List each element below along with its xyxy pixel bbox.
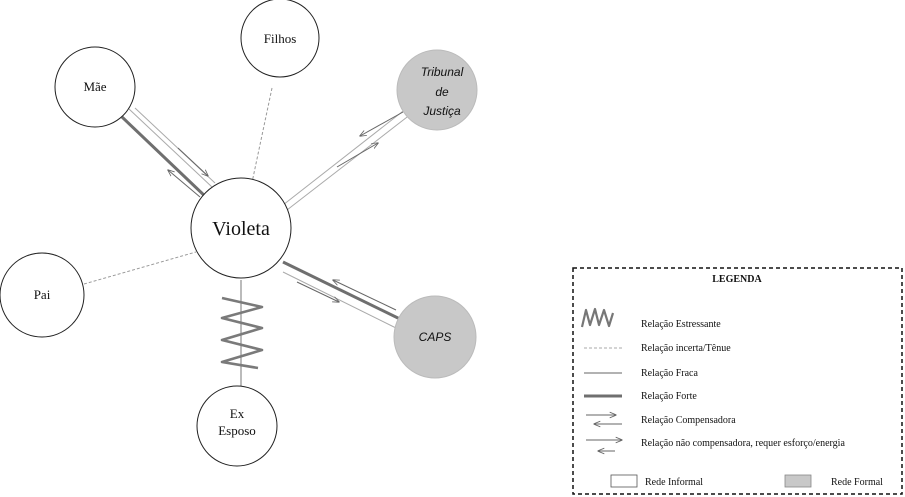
relation-caps [282, 260, 403, 331]
legend: LEGENDA Relação Estressante Relação ince… [572, 267, 903, 495]
node-mae: Mãe [54, 46, 136, 128]
svg-text:Justiça: Justiça [422, 104, 461, 118]
legend-swatch-formal [784, 474, 812, 488]
node-caps: CAPS [393, 295, 477, 379]
legend-title: LEGENDA [712, 274, 762, 285]
relation-pai-tenue [83, 251, 197, 285]
svg-text:CAPS: CAPS [419, 330, 452, 344]
legend-label-tenue: Relação incerta/Tênue [641, 343, 731, 354]
node-pai: Pai [0, 252, 85, 338]
legend-symbol-compensadora [586, 415, 622, 424]
legend-symbol-stressful [580, 307, 615, 328]
legend-label-compensadora: Relação Compensadora [641, 415, 736, 426]
relation-tribunal [282, 107, 412, 211]
svg-text:Violeta: Violeta [212, 218, 270, 240]
legend-swatch-informal [610, 474, 638, 488]
node-ex-esposo: Ex Esposo [196, 385, 278, 467]
relation-mae [120, 107, 216, 201]
legend-symbol-nao-compensadora [586, 440, 622, 451]
legend-label-forte: Relação Forte [641, 391, 697, 402]
svg-text:Ex: Ex [230, 406, 245, 421]
node-filhos: Filhos [240, 0, 320, 78]
svg-text:Tribunal: Tribunal [421, 65, 464, 79]
relation-ex-esposo [220, 280, 264, 387]
svg-text:Filhos: Filhos [264, 31, 297, 46]
legend-label-stressful: Relação Estressante [641, 319, 721, 330]
svg-text:Esposo: Esposo [218, 423, 256, 438]
legend-label-informal: Rede Informal [645, 477, 703, 488]
legend-label-nao-compensadora: Relação não compensadora, requer esforço… [641, 438, 845, 449]
relation-filhos-tenue [249, 87, 273, 193]
legend-label-formal: Rede Formal [831, 477, 883, 488]
node-tribunal: Tribunal de Justiça [396, 49, 478, 131]
svg-text:Pai: Pai [34, 287, 51, 302]
node-violeta: Violeta [190, 177, 292, 279]
svg-text:de: de [435, 85, 449, 99]
legend-label-fraca: Relação Fraca [641, 368, 698, 379]
svg-text:Mãe: Mãe [83, 79, 106, 94]
